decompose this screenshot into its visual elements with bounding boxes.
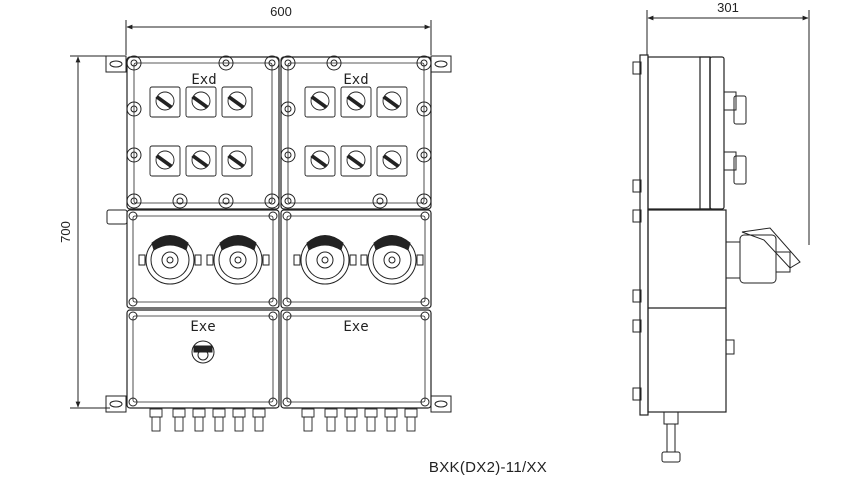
rotary-switches-left — [149, 86, 253, 177]
exd-flange-bolts — [126, 55, 432, 209]
side-depth-dimension — [646, 10, 810, 245]
exd-enclosure-left — [126, 56, 280, 210]
side-socket — [725, 227, 801, 284]
industrial-sockets — [145, 235, 417, 285]
side-handle — [106, 209, 128, 225]
mounting-flanges — [105, 55, 452, 413]
rotary-switches-right — [304, 86, 408, 177]
model-number: BXK(DX2)-11/XX — [429, 459, 547, 476]
side-depth-label: 301 — [717, 0, 739, 15]
side-switch-handles — [723, 91, 747, 185]
exd-label-right: Exd — [343, 72, 368, 88]
exe-label-left: Exe — [190, 319, 215, 335]
front-width-dimension — [125, 20, 432, 55]
side-brackets — [632, 61, 642, 401]
indicator-lamp — [191, 340, 215, 364]
cable-glands — [149, 408, 418, 432]
exe-box-right — [280, 309, 432, 409]
front-height-dimension — [70, 55, 110, 409]
exe-box-left — [126, 309, 280, 409]
socket-box-right — [280, 209, 432, 309]
front-width-label: 600 — [270, 4, 292, 19]
exe-label-right: Exe — [343, 319, 368, 335]
side-gland — [661, 339, 735, 463]
socket-box-left — [126, 209, 280, 309]
socket-box-bolts — [128, 211, 430, 307]
side-view-body — [639, 54, 727, 416]
exd-label-left: Exd — [191, 72, 216, 88]
socket-side-lugs — [138, 254, 424, 266]
exd-enclosure-right — [280, 56, 432, 210]
exe-box-bolts — [128, 311, 430, 407]
front-height-label: 700 — [58, 221, 73, 243]
